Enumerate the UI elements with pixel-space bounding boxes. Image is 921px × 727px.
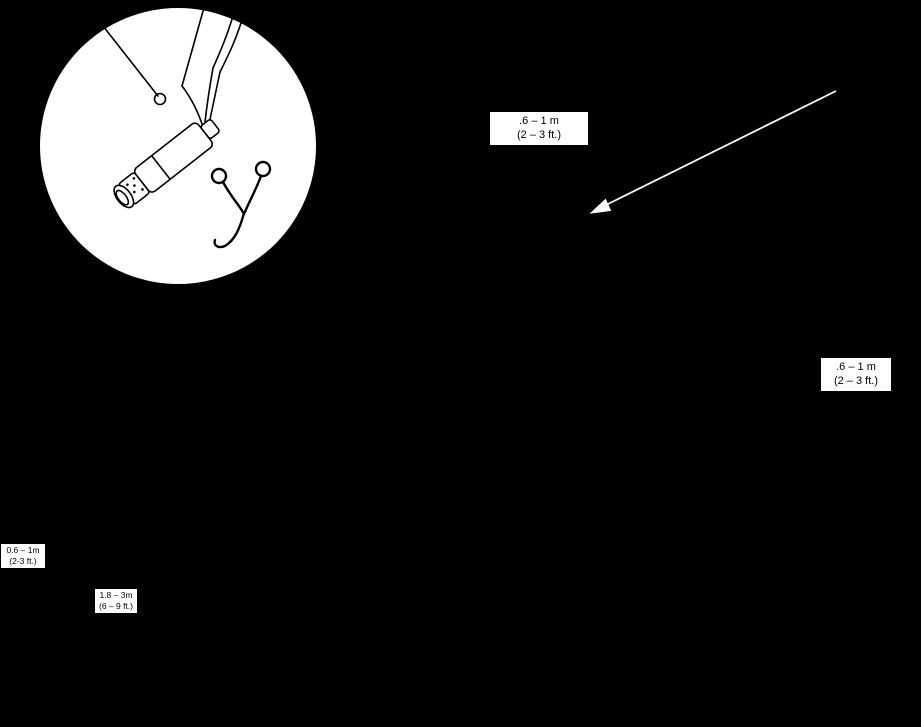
distance-label-left-line1: 0.6 – 1m (6, 545, 40, 555)
distance-label-right-line2: (2 – 3 ft.) (833, 375, 879, 388)
microphone-grille-dots (126, 177, 144, 194)
microphone-icon (113, 119, 220, 209)
distance-label-bottom-line1: 1.8 – 3m (99, 590, 133, 600)
distance-label-bottom: 1.8 – 3m (6 – 9 ft.) (94, 588, 139, 615)
distance-label-top: .6 – 1 m (2 – 3 ft.) (489, 111, 589, 146)
cable-clip-icon (210, 160, 272, 249)
distance-label-top-line2: (2 – 3 ft.) (516, 129, 562, 142)
distance-label-bottom-line2: (6 – 9 ft.) (99, 601, 134, 612)
distance-label-right-line1: .6 – 1 m (836, 361, 876, 373)
distance-arrow-icon (589, 90, 837, 214)
distance-label-right: .6 – 1 m (2 – 3 ft.) (820, 357, 892, 392)
distance-label-left: 0.6 – 1m (2-3 ft.) (0, 543, 46, 570)
distance-label-top-line1: .6 – 1 m (519, 115, 559, 127)
distance-label-left-line2: (2-3 ft.) (9, 556, 37, 567)
